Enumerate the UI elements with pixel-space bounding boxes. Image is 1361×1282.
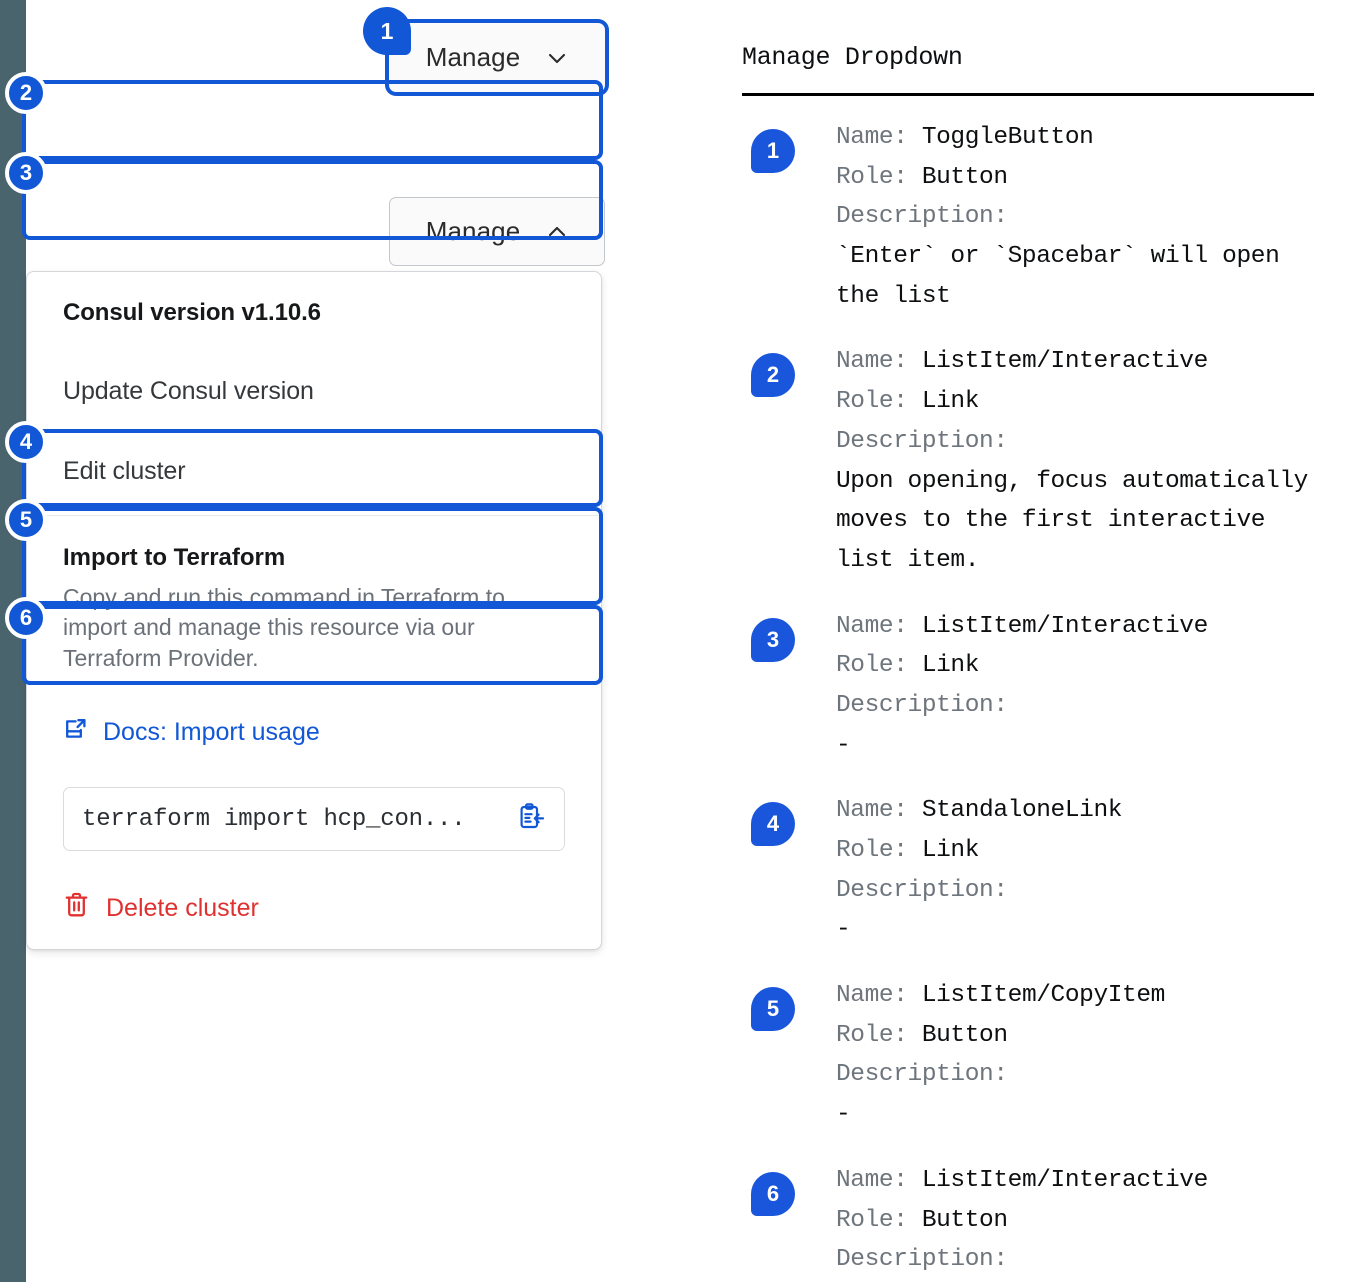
legend-name-label: Name:	[836, 124, 908, 151]
legend-role-label: Role:	[836, 1206, 908, 1234]
copy-clipboard-icon[interactable]	[516, 802, 546, 837]
dropdown-heading: Consul version v1.10.6	[63, 299, 321, 326]
legend-marker-3: 3	[751, 617, 795, 662]
menu-item-update-consul-version[interactable]: Update Consul version	[27, 351, 601, 431]
legend-role-label: Role:	[836, 652, 908, 680]
legend-name-label: Name:	[836, 612, 908, 640]
terraform-section-title: Import to Terraform	[63, 544, 286, 571]
legend-divider	[742, 93, 1314, 96]
manage-toggle-button-focused[interactable]: Manage	[389, 23, 605, 92]
legend-description-label: Description:	[836, 691, 1008, 719]
marker-6: 6	[5, 597, 47, 639]
legend-role-value: Button	[921, 1206, 1008, 1234]
legend-marker-1: 1	[751, 129, 795, 173]
legend-description-label: Description:	[836, 427, 1008, 455]
legend-role-label: Role:	[836, 163, 908, 191]
chevron-up-icon	[546, 221, 568, 243]
manage-dropdown-panel: Consul version v1.10.6 Update Consul ver…	[26, 271, 602, 951]
legend-title: Manage Dropdown	[742, 43, 963, 72]
legend-name-value: ListItem/CopyItem	[921, 982, 1166, 1010]
legend-description-label: Description:	[836, 1061, 1008, 1089]
terraform-command-text: terraform import hcp_con...	[82, 805, 466, 833]
marker-5: 5	[5, 499, 47, 541]
legend-description-value: -	[836, 916, 851, 944]
manage-toggle-open-label: Manage	[425, 216, 521, 246]
legend-entry-body: Name: ToggleButton Role: Button Descript…	[836, 118, 1322, 316]
menu-item-docs-import-usage[interactable]: Docs: Import usage	[27, 693, 601, 771]
marker-2: 2	[5, 72, 47, 114]
legend-role-value: Link	[921, 388, 980, 416]
legend-marker-2: 2	[751, 353, 795, 398]
legend-description-label: Description:	[836, 203, 1008, 231]
menu-item-delete-cluster-label: Delete cluster	[106, 893, 259, 922]
menu-divider	[27, 515, 601, 516]
legend-description-value: -	[836, 731, 851, 759]
legend-description-value: -	[836, 1101, 851, 1129]
legend-entry: 3 Name: ListItem/Interactive Role: Link …	[742, 607, 1322, 766]
legend-badge-col: 5	[742, 976, 836, 1032]
legend-entry-body: Name: ListItem/Interactive Role: Link De…	[836, 607, 1322, 766]
legend-entries: 1 Name: ToggleButton Role: Button Descri…	[742, 118, 1322, 1282]
legend-description-label: Description:	[836, 876, 1008, 904]
legend-badge-col: 2	[742, 342, 836, 398]
legend-marker-4: 4	[751, 802, 795, 847]
manage-toggle-button-open[interactable]: Manage	[389, 197, 605, 266]
terraform-command-copy-box[interactable]: terraform import hcp_con...	[63, 787, 565, 852]
menu-item-docs-import-usage-label: Docs: Import usage	[103, 717, 320, 746]
legend-role-value: Link	[921, 837, 980, 864]
legend-entry-body: Name: ListItem/CopyItem Role: Button Des…	[836, 976, 1322, 1135]
legend-marker-6: 6	[751, 1171, 795, 1216]
legend-description-value: Upon opening, focus automatically moves …	[836, 467, 1308, 574]
legend-entry: 5 Name: ListItem/CopyItem Role: Button D…	[742, 976, 1322, 1135]
menu-item-update-consul-version-label: Update Consul version	[63, 376, 314, 405]
legend-entry-body: Name: ListItem/Interactive Role: Link De…	[836, 342, 1322, 580]
legend-badge-col: 6	[742, 1161, 836, 1216]
marker-4: 4	[5, 421, 47, 463]
legend-name-label: Name:	[836, 797, 908, 825]
legend-name-label: Name:	[836, 348, 908, 376]
menu-item-delete-cluster[interactable]: Delete cluster	[27, 869, 601, 949]
legend-role-label: Role:	[836, 1021, 908, 1049]
dropdown-demo-column: Manage 1 Manage Consul version v1.10.6 U…	[5, 0, 646, 1282]
legend-badge-col: 4	[742, 791, 836, 847]
legend-name-value: ListItem/Interactive	[921, 348, 1208, 376]
legend-entry-body: Name: ListItem/Interactive Role: Button …	[836, 1161, 1322, 1282]
trash-icon	[63, 891, 90, 925]
legend-role-value: Button	[921, 163, 1008, 191]
legend-role-label: Role:	[836, 388, 908, 416]
legend-entry: 1 Name: ToggleButton Role: Button Descri…	[742, 118, 1322, 316]
marker-1: 1	[363, 7, 411, 55]
legend-role-value: Button	[921, 1021, 1008, 1049]
legend-name-label: Name:	[836, 982, 908, 1010]
legend-badge-col: 3	[742, 607, 836, 662]
legend-name-label: Name:	[836, 1166, 908, 1194]
legend-badge-col: 1	[742, 118, 836, 173]
legend-panel: Manage Dropdown 1 Name: ToggleButton Rol…	[742, 0, 1322, 1282]
legend-entry: 4 Name: StandaloneLink Role: Link Descri…	[742, 791, 1322, 950]
legend-entry: 6 Name: ListItem/Interactive Role: Butto…	[742, 1161, 1322, 1282]
marker-3: 3	[5, 152, 47, 194]
terraform-copy-row: terraform import hcp_con...	[27, 771, 601, 869]
legend-description-label: Description:	[836, 1246, 1008, 1274]
legend-entry: 2 Name: ListItem/Interactive Role: Link …	[742, 342, 1322, 580]
legend-name-value: ListItem/Interactive	[921, 612, 1208, 640]
left-rail	[0, 0, 26, 1282]
legend-name-value: ListItem/Interactive	[921, 1166, 1208, 1194]
external-doc-icon	[63, 716, 89, 749]
legend-description-value: `Enter` or `Spacebar` will open the list	[836, 243, 1280, 310]
legend-marker-5: 5	[751, 987, 795, 1032]
manage-toggle-label: Manage	[425, 42, 521, 72]
legend-entry-body: Name: StandaloneLink Role: Link Descript…	[836, 791, 1322, 950]
menu-item-edit-cluster[interactable]: Edit cluster	[27, 431, 601, 511]
menu-item-edit-cluster-label: Edit cluster	[63, 456, 186, 485]
highlight-update-consul-version	[22, 80, 603, 160]
legend-name-value: ToggleButton	[921, 124, 1094, 151]
legend-role-value: Link	[921, 652, 980, 680]
legend-name-value: StandaloneLink	[921, 797, 1123, 825]
legend-role-label: Role:	[836, 837, 908, 864]
terraform-section-description: Copy and run this command in Terraform t…	[63, 584, 505, 671]
chevron-down-icon	[546, 47, 568, 69]
